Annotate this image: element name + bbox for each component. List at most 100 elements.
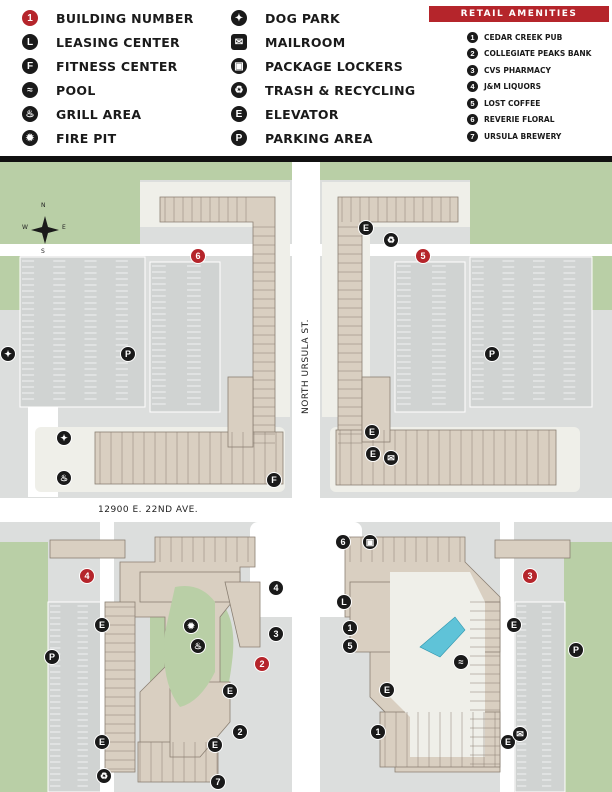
- retail-item: 6 REVERIE FLORAL: [467, 112, 609, 129]
- parking-icon: P: [484, 346, 500, 362]
- building-number-5: 5: [415, 248, 431, 264]
- legend-mailroom: ✉ MAILROOM: [231, 33, 345, 51]
- street-22nd-ave: 12900 E. 22ND AVE.: [98, 505, 199, 515]
- unit-dividers: [99, 197, 550, 782]
- dog-park-icon: ✦: [56, 430, 72, 446]
- elevator-icon: E: [94, 734, 110, 750]
- retail-number-icon: 4: [467, 81, 478, 93]
- map-legend: 1 BUILDING NUMBER L LEASING CENTER F FIT…: [0, 0, 612, 155]
- retail-label: LOST COFFEE: [484, 98, 541, 108]
- fitness-icon: F: [266, 472, 282, 488]
- roads: [0, 162, 612, 792]
- pool-shape: [419, 616, 466, 658]
- legend-label: GRILL AREA: [56, 106, 142, 122]
- retail-marker-2: 2: [232, 724, 248, 740]
- legend-elevator: E ELEVATOR: [231, 105, 339, 123]
- parking-icon: P: [44, 649, 60, 665]
- legend-label: DOG PARK: [265, 10, 341, 26]
- retail-marker-3: 3: [268, 626, 284, 642]
- site-map: N S W E 12900 E. 22ND AVE. NORTH URSULA …: [0, 162, 612, 792]
- legend-label: LEASING CENTER: [56, 34, 180, 50]
- legend-grill-area: ♨ GRILL AREA: [22, 105, 141, 123]
- mailroom-icon: ✉: [383, 450, 399, 466]
- building-number-3: 3: [522, 568, 538, 584]
- retail-number-icon: 3: [467, 64, 478, 76]
- building-number-2: 2: [254, 656, 270, 672]
- parking-icon: P: [231, 130, 247, 146]
- pool-icon: ≈: [22, 82, 38, 98]
- retail-marker-6: 6: [335, 534, 351, 550]
- trash-icon: ♻: [231, 82, 247, 98]
- pool-marker-icon: 1: [342, 620, 358, 636]
- grill-icon: ♨: [22, 106, 38, 122]
- retail-marker-1: 1: [370, 724, 386, 740]
- trash-icon: ♻: [383, 232, 399, 248]
- retail-number-icon: 7: [467, 130, 478, 142]
- compass-rose: [31, 216, 59, 244]
- retail-number-icon: 1: [467, 31, 478, 43]
- retail-item: 5 LOST COFFEE: [467, 95, 609, 112]
- elevator-icon: E: [365, 446, 381, 462]
- legend-building-number: 1 BUILDING NUMBER: [22, 9, 194, 27]
- legend-pool: ≈ POOL: [22, 81, 96, 99]
- legend-package-lockers: ▣ PACKAGE LOCKERS: [231, 57, 403, 75]
- elevator-icon: E: [364, 424, 380, 440]
- compass-w: W: [22, 224, 29, 231]
- courtyards: [390, 572, 485, 757]
- retail-label: CEDAR CREEK PUB: [484, 32, 563, 42]
- grill-icon: ♨: [190, 638, 206, 654]
- legend-label: PARKING AREA: [265, 130, 373, 146]
- courtyard-grass: [164, 586, 215, 707]
- legend-fitness-center: F FITNESS CENTER: [22, 57, 178, 75]
- grill-icon: ♨: [56, 470, 72, 486]
- legend-label: PACKAGE LOCKERS: [265, 58, 404, 74]
- elevator-icon: E: [94, 617, 110, 633]
- pool-icon: ≈: [453, 654, 469, 670]
- building-number-4: 4: [79, 568, 95, 584]
- retail-marker-4: 4: [268, 580, 284, 596]
- retail-marker-7: 7: [210, 774, 226, 790]
- legend-trash-recycling: ♻ TRASH & RECYCLING: [231, 81, 415, 99]
- legend-label: POOL: [56, 82, 96, 98]
- elevator-icon: E: [231, 106, 247, 122]
- legend-label: FIRE PIT: [56, 130, 117, 146]
- legend-parking-area: P PARKING AREA: [231, 129, 373, 147]
- package-locker-icon: ▣: [231, 58, 247, 74]
- retail-label: URSULA BREWERY: [484, 131, 562, 141]
- retail-label: REVERIE FLORAL: [484, 115, 555, 125]
- retail-number-icon: 2: [467, 48, 478, 60]
- elevator-icon: E: [379, 682, 395, 698]
- elevator-icon: E: [500, 734, 516, 750]
- fitness-icon: F: [22, 58, 38, 74]
- retail-marker-5: 5: [342, 638, 358, 654]
- trash-icon: ♻: [96, 768, 112, 784]
- leasing-icon: L: [336, 594, 352, 610]
- legend-divider: [0, 156, 612, 162]
- retail-number-icon: 5: [467, 97, 478, 109]
- retail-label: CVS PHARMACY: [484, 65, 551, 75]
- retail-number-icon: 6: [467, 114, 478, 126]
- legend-leasing-center: L LEASING CENTER: [22, 33, 180, 51]
- dog-park-icon: ✦: [0, 346, 16, 362]
- parking-icon: P: [120, 346, 136, 362]
- building-number-icon: 1: [22, 10, 38, 26]
- package-locker-icon: ▣: [362, 534, 378, 550]
- legend-fire-pit: ✹ FIRE PIT: [22, 129, 116, 147]
- mailroom-icon: ✉: [512, 726, 528, 742]
- parking-stalls: [22, 260, 576, 787]
- legend-label: BUILDING NUMBER: [56, 10, 194, 26]
- parking-lots: [19, 256, 593, 792]
- compass-n: N: [41, 202, 46, 209]
- street-north-ursula: NORTH URSULA ST.: [301, 319, 311, 414]
- legend-label: TRASH & RECYCLING: [265, 82, 416, 98]
- fire-pit-icon: ✹: [183, 618, 199, 634]
- retail-item: 1 CEDAR CREEK PUB: [467, 29, 609, 46]
- legend-label: MAILROOM: [265, 34, 346, 50]
- legend-dog-park: ✦ DOG PARK: [231, 9, 340, 27]
- dog-park-icon: ✦: [231, 10, 247, 26]
- compass-s: S: [41, 248, 46, 255]
- fire-pit-icon: ✹: [22, 130, 38, 146]
- retail-item: 7 URSULA BREWERY: [467, 128, 609, 145]
